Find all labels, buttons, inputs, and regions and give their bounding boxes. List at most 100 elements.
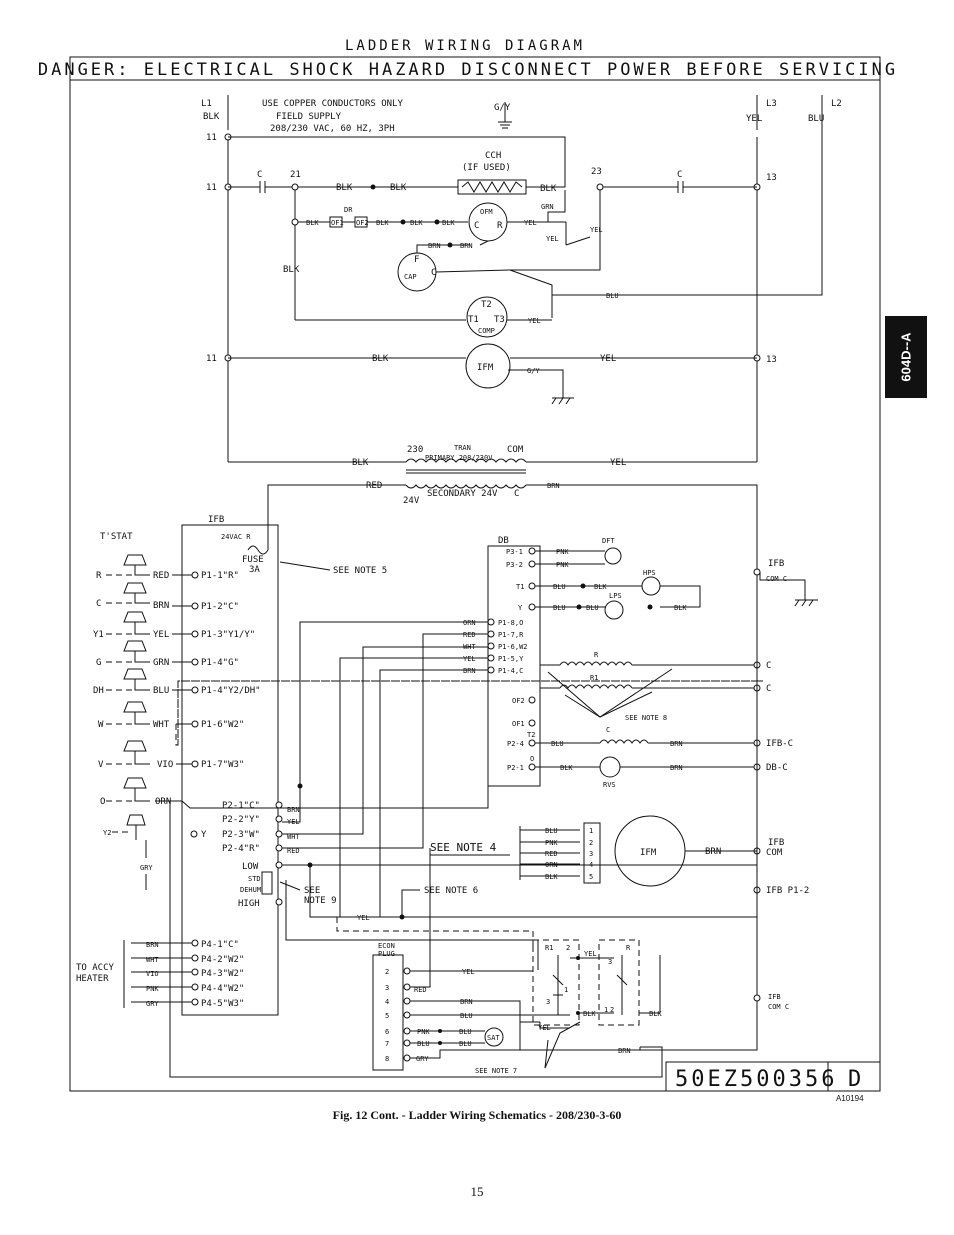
tstat-o-icon — [123, 777, 147, 789]
heater-r-label: R — [594, 651, 599, 659]
splice-dot-lps — [576, 604, 582, 610]
ifm-ground-hash-2 — [558, 397, 564, 405]
tstat-g-color: GRN — [153, 658, 169, 668]
relay-yel-bottom — [539, 1022, 570, 1029]
node-13-label-2: 13 — [766, 355, 777, 365]
node-11-label-3: 11 — [206, 354, 217, 364]
p2-3-term — [275, 830, 283, 838]
cap-c-terminal: C — [431, 268, 436, 278]
comp-t2: T2 — [481, 300, 492, 310]
dh-dashed-link — [177, 680, 757, 745]
wire-yel-ifm: YEL — [600, 354, 616, 364]
dh-dashed-wire — [175, 680, 757, 746]
p2-4-label: P2-4"R" — [222, 844, 260, 854]
p1-6-label: P1-6"W2" — [201, 720, 244, 730]
ifb-com-c-term — [753, 568, 761, 576]
ecm-w1-color: BLU — [545, 827, 558, 835]
ifb-board — [181, 524, 279, 1016]
cch-label: CCH — [485, 151, 501, 161]
tstat-o-lead — [134, 788, 150, 802]
tstat-y1-color: YEL — [153, 630, 169, 640]
tstat-v-icon — [123, 740, 147, 752]
tstat-dh: DH — [93, 686, 104, 696]
hps-lps-link — [660, 585, 701, 608]
db-p1-7: P1-7,R — [498, 631, 524, 639]
db-wire-red: RED — [463, 631, 476, 639]
tstat-r-icon — [123, 554, 147, 566]
rt-com-c-2: COM C — [768, 1003, 789, 1011]
l1-label: L1 — [201, 99, 212, 109]
ecm-pin-4: 4 — [589, 861, 593, 869]
tstat-c: C — [96, 599, 101, 609]
tran-primary-coil — [405, 458, 527, 463]
tran-sec-c: C — [514, 489, 519, 499]
econ-pin-4: 4 — [385, 998, 389, 1006]
ifb-ground-hash-3 — [808, 599, 814, 607]
tstat-c-color: BRN — [153, 601, 169, 611]
note-7-leader — [544, 1021, 581, 1069]
ifb-p1-2-wire — [309, 865, 757, 918]
p4-1-term — [191, 939, 199, 947]
wire-blk-comp: BLK — [283, 265, 300, 275]
econ-blu2-label: BLU — [417, 1040, 430, 1048]
p1-1-term — [191, 571, 199, 579]
high-label: HIGH — [238, 899, 260, 909]
c-coil-label: C — [606, 726, 610, 734]
tstat-g: G — [96, 658, 101, 668]
econ-gry-label: GRY — [416, 1055, 429, 1063]
rvs-blk-label: BLK — [560, 764, 573, 772]
note-5-label: SEE NOTE 5 — [333, 566, 387, 576]
note-4-label: SEE NOTE 4 — [430, 841, 497, 854]
econ-red-wire — [410, 848, 431, 988]
p1-4b-term — [191, 686, 199, 694]
tstat-dh-icon — [123, 668, 147, 680]
tran-24v: 24V — [403, 496, 420, 506]
relay-brn-label: BRN — [618, 1047, 631, 1055]
p1-4-label: P1-4"G" — [201, 658, 239, 668]
ifm-ground-hash-1 — [551, 397, 557, 405]
tstat-y1-icon — [123, 611, 147, 623]
tstat-y1: Y1 — [93, 630, 104, 640]
wire-brn-tran: BRN — [547, 482, 560, 490]
ecm-plug — [583, 822, 601, 884]
rt-ifb-2: IFB — [768, 838, 784, 848]
dft-switch — [604, 547, 622, 565]
dft-label: DFT — [602, 537, 615, 545]
p1-pins: P1-1"R" P1-2"C" P1-3"Y1/Y" P1-4"G" P1-4"… — [172, 571, 261, 770]
ifm-ground-wire — [508, 369, 564, 398]
diagram-frame — [69, 56, 881, 1092]
side-tab: 604D--A — [885, 316, 927, 398]
supply-note-voltage: 208/230 VAC, 60 HZ, 3PH — [270, 124, 395, 134]
tran-secondary-coil — [405, 484, 527, 489]
p4-2-label: P4-2"W2" — [201, 955, 244, 965]
econ-label-1: ECON — [378, 942, 395, 950]
ifb-ground-hash-2 — [801, 599, 807, 607]
diagram-title: LADDER WIRING DIAGRAM — [345, 38, 585, 54]
ofm-grn-wire — [547, 190, 566, 222]
wire-blk-ofm-2: BLK — [410, 219, 423, 227]
db-t2: T2 — [527, 731, 535, 739]
ecm-pin-5: 5 — [589, 873, 593, 881]
dr-label: DR — [344, 206, 353, 214]
db-label: DB — [498, 536, 509, 546]
relay-blk-label: BLK — [583, 1010, 596, 1018]
node-23-label: 23 — [591, 167, 602, 177]
db-p1-8-term — [487, 618, 495, 626]
ifm-ecm-brn-label: BRN — [705, 847, 721, 857]
brn-db-wire — [379, 669, 488, 917]
p2-3-label: P2-3"W" — [222, 830, 260, 840]
wire-yel-tran: YEL — [610, 458, 626, 468]
db-p3-1: P3-1 — [506, 548, 523, 556]
cap-ofm-link — [479, 240, 489, 246]
splice-dot-2 — [400, 219, 406, 225]
dehum-dashed-wire — [336, 917, 534, 948]
dehum-label: DEHUM — [240, 886, 261, 894]
lps-blu-label-2: BLU — [586, 604, 599, 612]
p2-2-orn-wire — [282, 621, 488, 823]
node-21-label: 21 — [290, 170, 301, 180]
note-9-leader — [279, 881, 301, 891]
econ-pin-6-term — [403, 1027, 411, 1035]
tran-secondary-label: SECONDARY 24V — [427, 489, 498, 499]
db-p2-1-term — [528, 763, 536, 771]
